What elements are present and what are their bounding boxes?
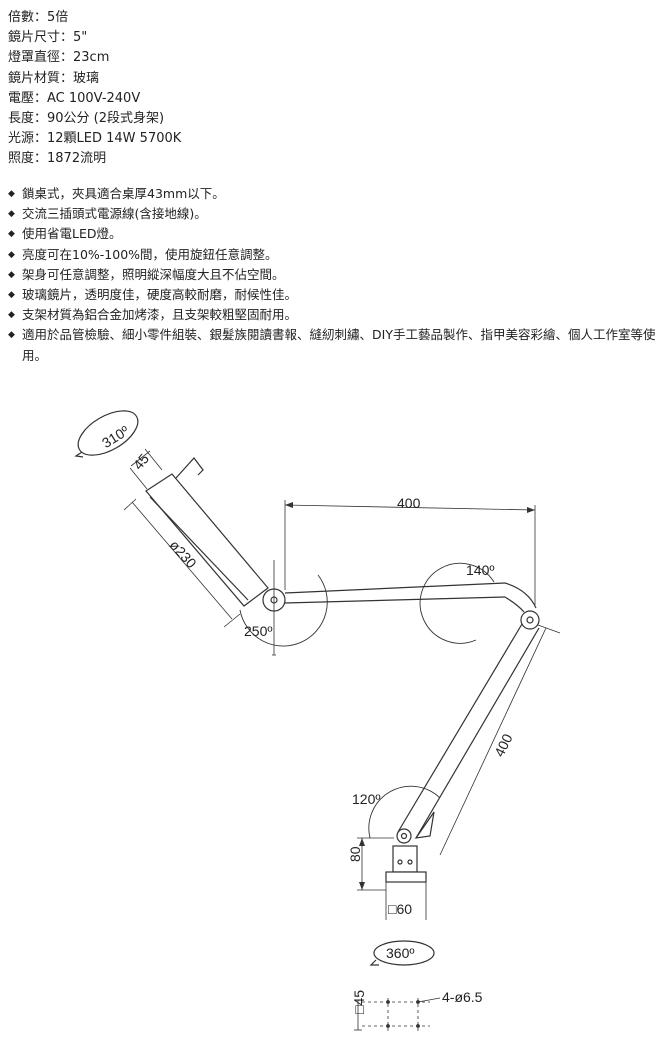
diamond-bullet-icon: ◆ [8, 310, 15, 321]
base-rotation-label: 360º [386, 945, 414, 961]
spec-lens-size: 鏡片尺寸：5" [8, 30, 88, 46]
feature-item: ◆使用省電LED燈。 [8, 224, 656, 244]
elbow-joint [419, 562, 540, 644]
head-rotation-indicator [74, 410, 139, 458]
diamond-bullet-icon: ◆ [8, 189, 15, 199]
upper-arm [284, 500, 537, 613]
base-width-label: □60 [388, 901, 412, 917]
diamond-bullet-icon: ◆ [8, 229, 15, 240]
base-rotation-indicator [369, 940, 435, 966]
feature-item: ◆適用於品管檢驗、細小零件組裝、銀髮族閱讀書報、縫紉刺繡、DIY手工藝品製作、指… [8, 327, 656, 363]
spec-voltage: 電壓：AC 100V-240V [8, 90, 141, 106]
upper-arm-length-label: 400 [397, 495, 421, 511]
diamond-bullet-icon: ◆ [8, 269, 15, 280]
diamond-bullet-icon: ◆ [8, 209, 15, 220]
base-clamp [357, 837, 427, 920]
feature-item: ◆鎖桌式，夾具適合桌厚43mm以下。 [8, 184, 656, 204]
spec-shade-diameter: 燈罩直徑：23cm [8, 50, 110, 66]
diamond-bullet-icon: ◆ [8, 249, 15, 260]
head-joint [239, 560, 328, 656]
base-joint [368, 785, 441, 844]
base-joint-angle-label: 120º [352, 791, 380, 807]
head-joint-angle-label: 250º [244, 623, 272, 639]
feature-list: ◆鎖桌式，夾具適合桌厚43mm以下。 ◆交流三插頭式電源線(含接地線)。 ◆使用… [8, 184, 656, 366]
mount-hole-pattern [354, 997, 441, 1032]
feature-item: ◆支架材質為鋁合金加烤漆，且支架較粗堅固耐用。 [8, 305, 656, 325]
mount-holes-label: 4-ø6.5 [442, 989, 483, 1005]
mount-size-label: □45 [351, 990, 367, 1014]
spec-list: 倍數：5倍 鏡片尺寸：5" 燈罩直徑：23cm 鏡片材質：玻璃 電壓：AC 10… [8, 8, 181, 170]
spec-length: 長度：90公分 (2段式身架) [8, 111, 165, 127]
feature-item: ◆交流三插頭式電源線(含接地線)。 [8, 204, 656, 224]
head-rotation-label: 310º [99, 422, 132, 451]
spec-lens-material: 鏡片材質：玻璃 [8, 70, 100, 86]
lower-arm [397, 623, 561, 856]
lower-arm-length-label: 400 [491, 731, 516, 759]
spec-illuminance: 照度：1872流明 [8, 151, 107, 167]
feature-item: ◆亮度可在10%-100%間，使用旋鈕任意調整。 [8, 245, 656, 265]
base-height-label: 80 [347, 846, 363, 862]
feature-item: ◆玻璃鏡片，透明度佳，硬度高較耐磨，耐候性佳。 [8, 285, 656, 305]
lamp-head [123, 448, 269, 628]
diamond-bullet-icon: ◆ [8, 290, 15, 301]
spec-light-source: 光源：12顆LED 14W 5700K [8, 131, 182, 147]
elbow-angle-label: 140º [466, 562, 494, 578]
spec-magnification: 倍數：5倍 [8, 10, 69, 25]
diamond-bullet-icon: ◆ [8, 330, 15, 341]
feature-item: ◆架身可任意調整，照明縱深幅度大且不佔空間。 [8, 265, 656, 285]
